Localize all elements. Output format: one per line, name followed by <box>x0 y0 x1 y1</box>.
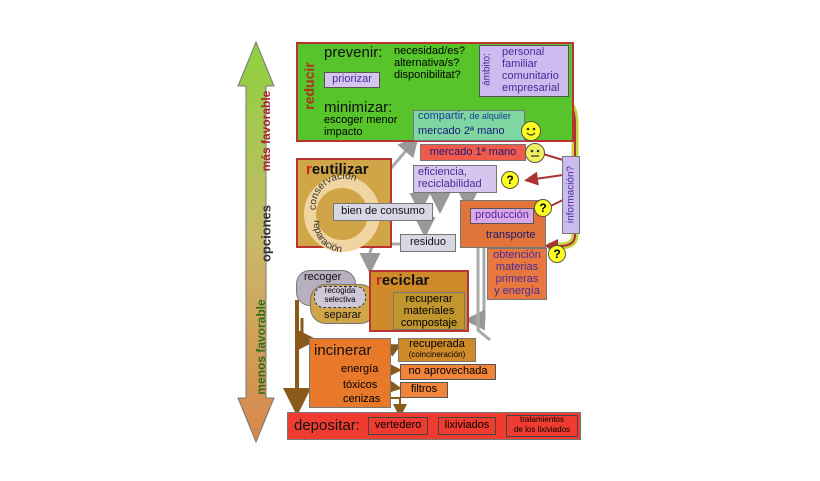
question-icon-eficiencia: ? <box>501 171 519 189</box>
ambito-box <box>479 45 569 97</box>
prevenir-title: prevenir: <box>324 44 383 61</box>
mercado-primera-mano: mercado 1ª mano <box>420 144 526 161</box>
obtencion-text-4: y energía <box>494 285 540 297</box>
reutilizar-title: reutilizar <box>306 161 369 178</box>
filtros-box: filtros <box>400 382 448 398</box>
recuperada-box <box>398 338 476 362</box>
residuo-box: residuo <box>400 234 456 252</box>
recogida-selectiva-box <box>314 286 366 308</box>
lixiviados-box: lixiviados <box>438 417 496 435</box>
eficiencia-text-2: reciclabilidad <box>418 178 482 190</box>
ambito-item-familiar: familiar <box>502 58 538 70</box>
question-icon-produccion: ? <box>534 199 552 217</box>
recuperada-label: recuperada <box>409 338 465 350</box>
no-aprovechada-box: no aprovechada <box>400 364 496 380</box>
scale-arrow <box>237 40 275 444</box>
bien-consumo-box: bien de consumo <box>333 203 433 221</box>
depositar-title: depositar: <box>294 417 360 434</box>
neutral-face-icon <box>525 143 545 163</box>
scale-middle-label: opciones <box>258 204 274 263</box>
informacion-label: información? <box>565 165 577 224</box>
prevenir-question-2: alternativa/s? <box>394 57 460 69</box>
scale-bottom-label: menos favorable <box>254 299 268 395</box>
reciclar-title: reciclar <box>376 272 430 289</box>
tratamientos-box <box>506 415 578 437</box>
recoger-label: recoger <box>304 271 342 283</box>
recogida-selectiva-text-1: recogida <box>324 286 356 295</box>
reciclar-text-box <box>393 292 465 330</box>
scale-top-label: más favorable <box>259 90 273 172</box>
transporte-label: transporte <box>486 229 536 241</box>
reciclar-text-3: compostaje <box>400 317 458 329</box>
minimizar-text-2: impacto <box>324 126 363 138</box>
reciclar-text-1: recuperar <box>405 293 453 305</box>
obtencion-text-3: primeras <box>495 273 539 285</box>
question-icon-obtencion: ? <box>548 245 566 263</box>
incinerar-item-toxicos: tóxicos <box>343 379 378 391</box>
incinerar-item-energia: energía <box>341 363 379 375</box>
tratamientos-text-1: tratamientos <box>519 415 565 424</box>
obtencion-text-1: obtención <box>493 249 541 261</box>
mercado-segunda-mano: mercado 2ª mano <box>418 125 505 137</box>
minimizar-text-1: escoger menor <box>324 114 398 126</box>
coincineracion-label: (coincineración) <box>408 350 466 359</box>
eficiencia-text-1: eficiencia, <box>418 166 467 178</box>
ambito-item-empresarial: empresarial <box>502 82 560 94</box>
obtencion-text-2: materias <box>495 261 539 273</box>
compartir-label: compartir, de alquiler <box>418 110 511 122</box>
separar-label: separar <box>324 309 362 321</box>
vertedero-box: vertedero <box>368 417 428 435</box>
prevenir-question-1: necesidad/es? <box>394 45 465 57</box>
reducir-label: reducir <box>301 62 317 110</box>
reciclar-text-2: materiales <box>403 305 455 317</box>
incinerar-title: incinerar <box>314 342 372 359</box>
compartir-box <box>413 110 525 141</box>
happy-face-icon <box>521 121 541 141</box>
priorizar-box: priorizar <box>324 72 380 88</box>
tratamientos-text-2: de los lixiviados <box>513 425 571 434</box>
produccion-box: producción <box>470 208 534 224</box>
ambito-label: ámbito: <box>481 53 493 86</box>
ambito-item-comunitario: comunitario <box>502 70 559 82</box>
incinerar-block <box>309 338 391 408</box>
informacion-box <box>562 156 580 234</box>
recogida-selectiva-text-2: selectiva <box>324 295 356 304</box>
minimizar-title: minimizar: <box>324 99 393 116</box>
eficiencia-box <box>413 165 497 193</box>
obtencion-box <box>487 248 547 300</box>
incinerar-item-cenizas: cenizas <box>343 393 381 405</box>
ambito-item-personal: personal <box>502 46 545 58</box>
prevenir-question-3: disponibilitat? <box>394 69 461 81</box>
